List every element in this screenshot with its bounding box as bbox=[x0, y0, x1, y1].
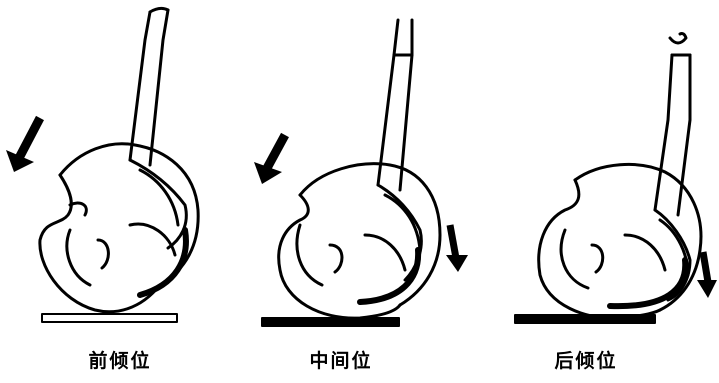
label-anterior-tilt: 前倾位 bbox=[50, 346, 190, 373]
pelvis-1 bbox=[40, 144, 198, 312]
label-posterior-tilt: 后倾位 bbox=[516, 346, 656, 373]
floor-2 bbox=[262, 318, 399, 326]
pelvis-3 bbox=[539, 164, 701, 318]
panel-neutral bbox=[254, 20, 468, 326]
side-arrow-3 bbox=[697, 252, 717, 298]
label-neutral: 中间位 bbox=[271, 346, 411, 373]
spine-hook-3 bbox=[670, 34, 686, 44]
tilt-arrow-1 bbox=[6, 118, 40, 172]
spine-1 bbox=[130, 8, 168, 165]
tilt-arrow-2 bbox=[254, 135, 285, 184]
spine-3 bbox=[655, 55, 690, 215]
floor-1 bbox=[42, 314, 177, 322]
panel-posterior-tilt bbox=[515, 34, 717, 324]
pelvis-2 bbox=[279, 164, 440, 318]
panel-anterior-tilt bbox=[6, 8, 198, 322]
side-arrow-2 bbox=[446, 225, 468, 272]
floor-3 bbox=[515, 315, 655, 323]
